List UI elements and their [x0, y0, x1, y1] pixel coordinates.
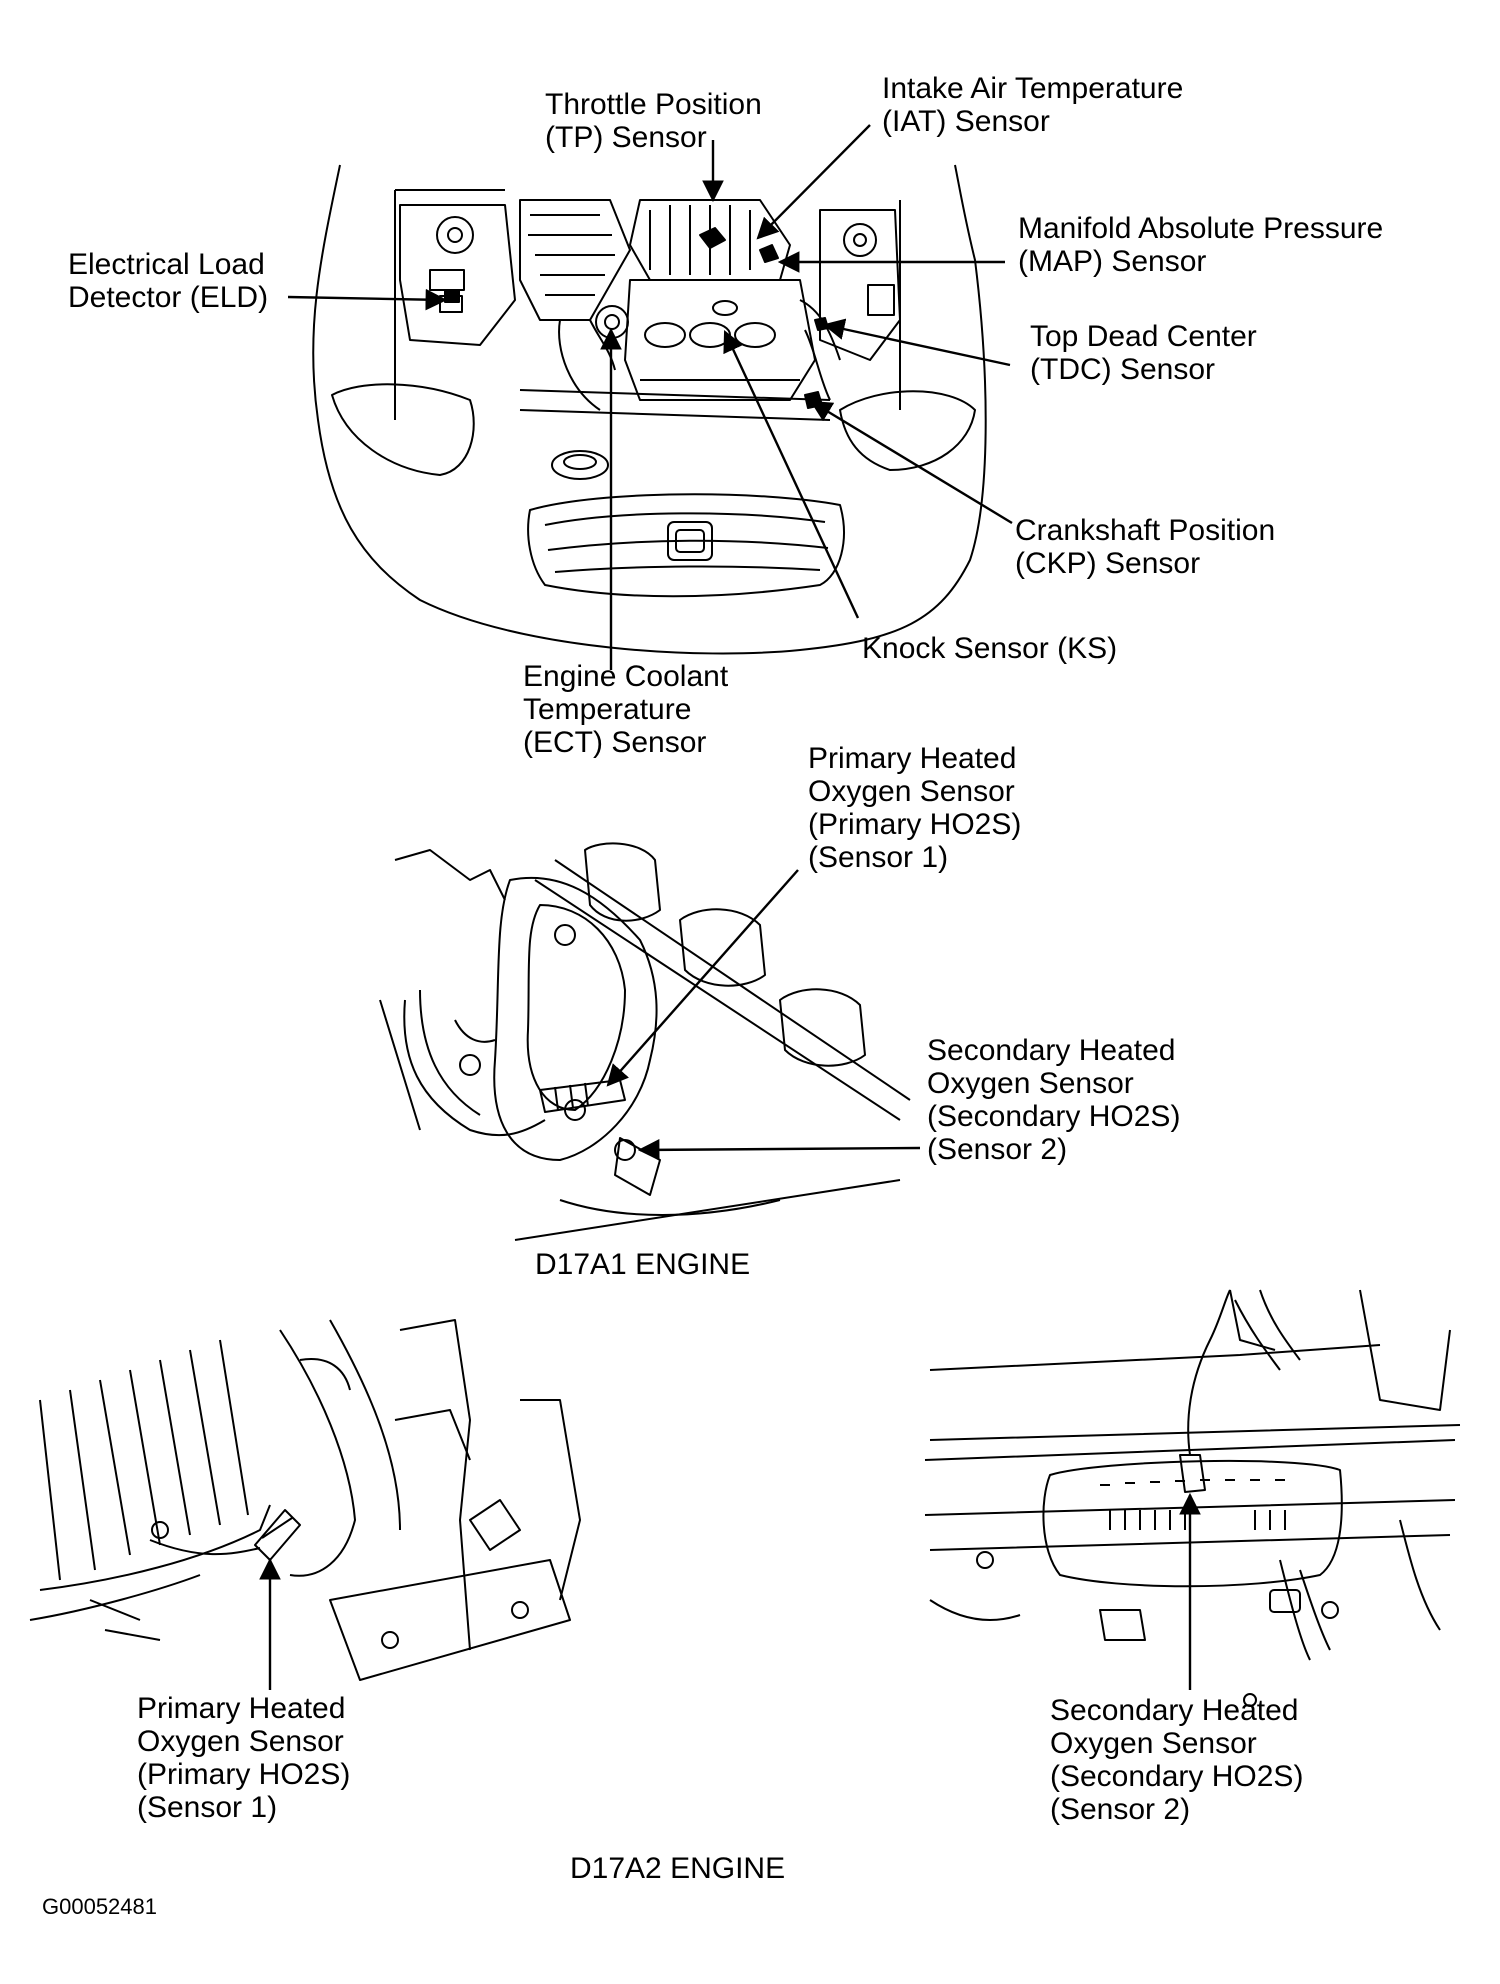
label-line: Oxygen Sensor	[808, 775, 1015, 808]
label-line: (TDC) Sensor	[1030, 353, 1216, 386]
label-line: Temperature	[523, 693, 692, 726]
label-line: (Sensor 1)	[137, 1791, 278, 1824]
label-d17a1-primary-ho2s: Primary Heated Oxygen Sensor (Primary HO…	[808, 742, 1021, 874]
label-line: Detector (ELD)	[68, 281, 269, 314]
label-line: (Secondary HO2S)	[927, 1100, 1181, 1133]
label-line: (Secondary HO2S)	[1050, 1760, 1304, 1793]
label-top-dead-center-sensor: Top Dead Center (TDC) Sensor	[1030, 320, 1257, 386]
label-line: Secondary Heated	[927, 1034, 1176, 1067]
label-throttle-position-sensor: Throttle Position (TP) Sensor	[545, 88, 762, 154]
label-line: Primary Heated	[808, 742, 1017, 775]
label-line: Oxygen Sensor	[927, 1067, 1134, 1100]
label-line: (CKP) Sensor	[1015, 547, 1201, 580]
caption-d17a1-engine: D17A1 ENGINE	[535, 1248, 751, 1281]
label-line: Electrical Load	[68, 248, 265, 281]
label-line: (TP) Sensor	[545, 121, 707, 154]
label-engine-coolant-temperature-sensor: Engine Coolant Temperature (ECT) Sensor	[523, 660, 728, 759]
label-line: (Primary HO2S)	[137, 1758, 351, 1791]
label-d17a2-primary-ho2s: Primary Heated Oxygen Sensor (Primary HO…	[137, 1692, 350, 1824]
label-d17a1-secondary-ho2s: Secondary Heated Oxygen Sensor (Secondar…	[927, 1034, 1180, 1166]
label-line: (Sensor 2)	[927, 1133, 1068, 1166]
label-line: Engine Coolant	[523, 660, 729, 693]
label-crankshaft-position-sensor: Crankshaft Position (CKP) Sensor	[1015, 514, 1275, 580]
label-line: Oxygen Sensor	[137, 1725, 344, 1758]
label-knock-sensor: Knock Sensor (KS)	[862, 632, 1117, 665]
d17a1-exhaust-drawing	[379, 842, 911, 1241]
label-d17a2-secondary-ho2s: Secondary Heated Oxygen Sensor (Secondar…	[1050, 1694, 1303, 1826]
label-line: (Sensor 2)	[1050, 1793, 1191, 1826]
label-line: Primary Heated	[137, 1692, 346, 1725]
label-line: Manifold Absolute Pressure	[1018, 212, 1384, 245]
label-line: Knock Sensor (KS)	[862, 632, 1118, 665]
figure-id: G00052481	[42, 1894, 157, 1919]
caption-d17a2-engine: D17A2 ENGINE	[570, 1852, 786, 1885]
label-intake-air-temperature-sensor: Intake Air Temperature (IAT) Sensor	[882, 72, 1183, 138]
d17a2-primary-drawing	[29, 1319, 581, 1681]
d17a2-secondary-drawing	[924, 1289, 1461, 1707]
engine-bay-drawing	[312, 164, 987, 655]
label-line: Throttle Position	[545, 88, 762, 121]
label-line: (Primary HO2S)	[808, 808, 1022, 841]
label-line: Intake Air Temperature	[882, 72, 1184, 105]
label-line: (Sensor 1)	[808, 841, 949, 874]
d17a1-leader-arrows	[606, 869, 921, 1161]
label-line: (ECT) Sensor	[523, 726, 707, 759]
top-leader-arrows	[287, 124, 1013, 670]
label-line: (MAP) Sensor	[1018, 245, 1207, 278]
label-line: Secondary Heated	[1050, 1694, 1299, 1727]
label-line: Crankshaft Position	[1015, 514, 1276, 547]
label-line: Top Dead Center	[1030, 320, 1257, 353]
label-line: (IAT) Sensor	[882, 105, 1050, 138]
label-line: Oxygen Sensor	[1050, 1727, 1257, 1760]
label-electrical-load-detector: Electrical Load Detector (ELD)	[68, 248, 268, 314]
label-manifold-absolute-pressure-sensor: Manifold Absolute Pressure (MAP) Sensor	[1018, 212, 1383, 278]
